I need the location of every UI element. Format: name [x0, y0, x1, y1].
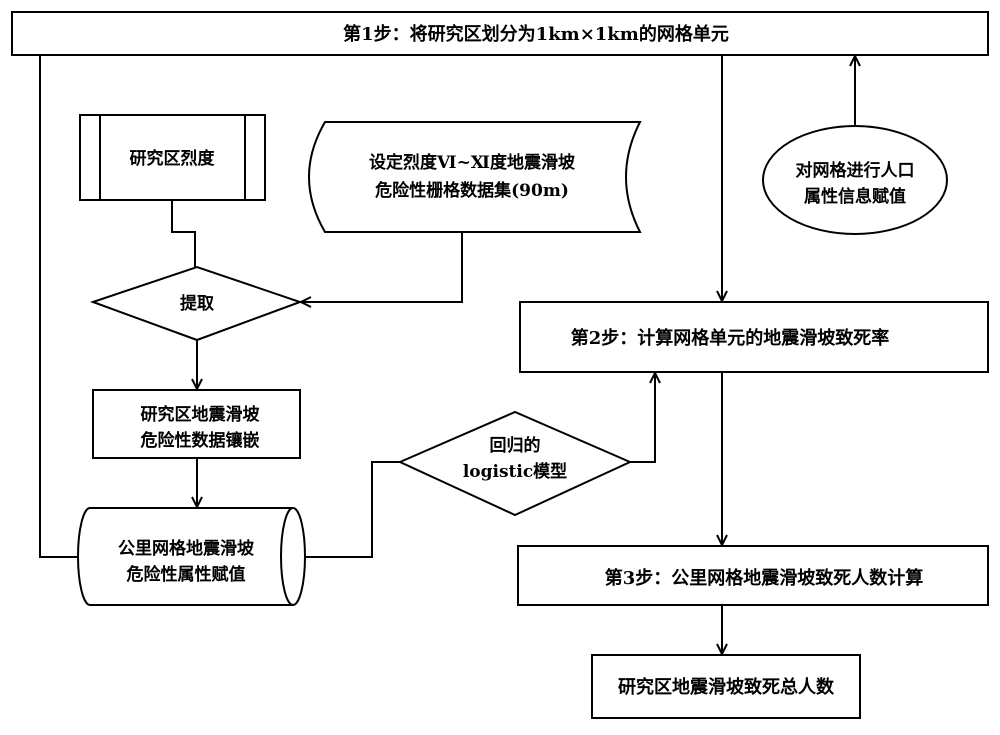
extract-diamond: [89, 265, 303, 342]
regression-label-line2: logistic模型: [463, 461, 567, 482]
intensity-label: 研究区烈度: [130, 148, 216, 169]
step2-node: 第2步：计算网格单元的地震滑坡致死率: [519, 301, 989, 373]
step3-node: 第3步：公里网格地震滑坡致死人数计算: [517, 545, 989, 606]
intensity-box: [79, 114, 266, 201]
hazard-dataset-shape: [308, 121, 642, 233]
hazard-dataset-label-line2: 危险性栅格数据集(90m): [374, 180, 569, 201]
population-node: 对网格进行人口 属性信息赋值: [762, 125, 948, 235]
extract-node: 提取: [89, 265, 303, 342]
regression-label-line1: 回归的: [490, 435, 541, 456]
total-node: 研究区地震滑坡致死总人数: [591, 654, 861, 719]
population-label-line2: 属性信息赋值: [804, 186, 906, 207]
intensity-node: 研究区烈度: [79, 114, 266, 201]
mosaic-node: 研究区地震滑坡 危险性数据镶嵌: [92, 389, 301, 459]
extract-label: 提取: [180, 294, 214, 314]
regression-diamond: [397, 410, 633, 517]
mosaic-label-line1: 研究区地震滑坡: [141, 404, 260, 425]
hazard-dataset-label-line1: 设定烈度Ⅵ~Ⅺ度地震滑坡: [369, 152, 575, 173]
connectors: [39, 55, 855, 654]
grid-assign-node: 公里网格地震滑坡 危险性属性赋值: [77, 507, 306, 606]
connector-step1-to-grid-assign: [39, 55, 78, 558]
regression-node: 回归的 logistic模型: [397, 410, 633, 517]
step3-box: [517, 545, 989, 606]
population-label-line1: 对网格进行人口: [796, 160, 915, 181]
grid-assign-label-line1: 公里网格地震滑坡: [118, 538, 254, 559]
connector-intensity-to-extract: [171, 200, 196, 267]
step2-label: 第2步：计算网格单元的地震滑坡致死率: [571, 327, 890, 349]
mosaic-label-line2: 危险性数据镶嵌: [140, 430, 260, 451]
total-label: 研究区地震滑坡致死总人数: [618, 676, 835, 698]
mosaic-box: [92, 389, 301, 459]
arrow-regression-to-step2: [630, 373, 655, 463]
grid-assign-cylinder-cap: [280, 507, 294, 606]
total-box: [591, 654, 861, 719]
connector-grid-assign-to-regression: [305, 461, 400, 558]
grid-assign-label-line2: 危险性属性赋值: [126, 564, 246, 585]
step3-label: 第3步：公里网格地震滑坡致死人数计算: [605, 567, 924, 589]
arrow-hazard-dataset-to-extract: [301, 232, 463, 302]
step2-box: [519, 301, 989, 373]
step1-node: 第1步：将研究区划分为1km×1km的网格单元: [11, 11, 989, 56]
population-ellipse: [762, 125, 948, 235]
step1-label: 第1步：将研究区划分为1km×1km的网格单元: [343, 23, 729, 45]
hazard-dataset-node: 设定烈度Ⅵ~Ⅺ度地震滑坡 危险性栅格数据集(90m): [308, 121, 642, 233]
step1-box: [11, 11, 989, 56]
